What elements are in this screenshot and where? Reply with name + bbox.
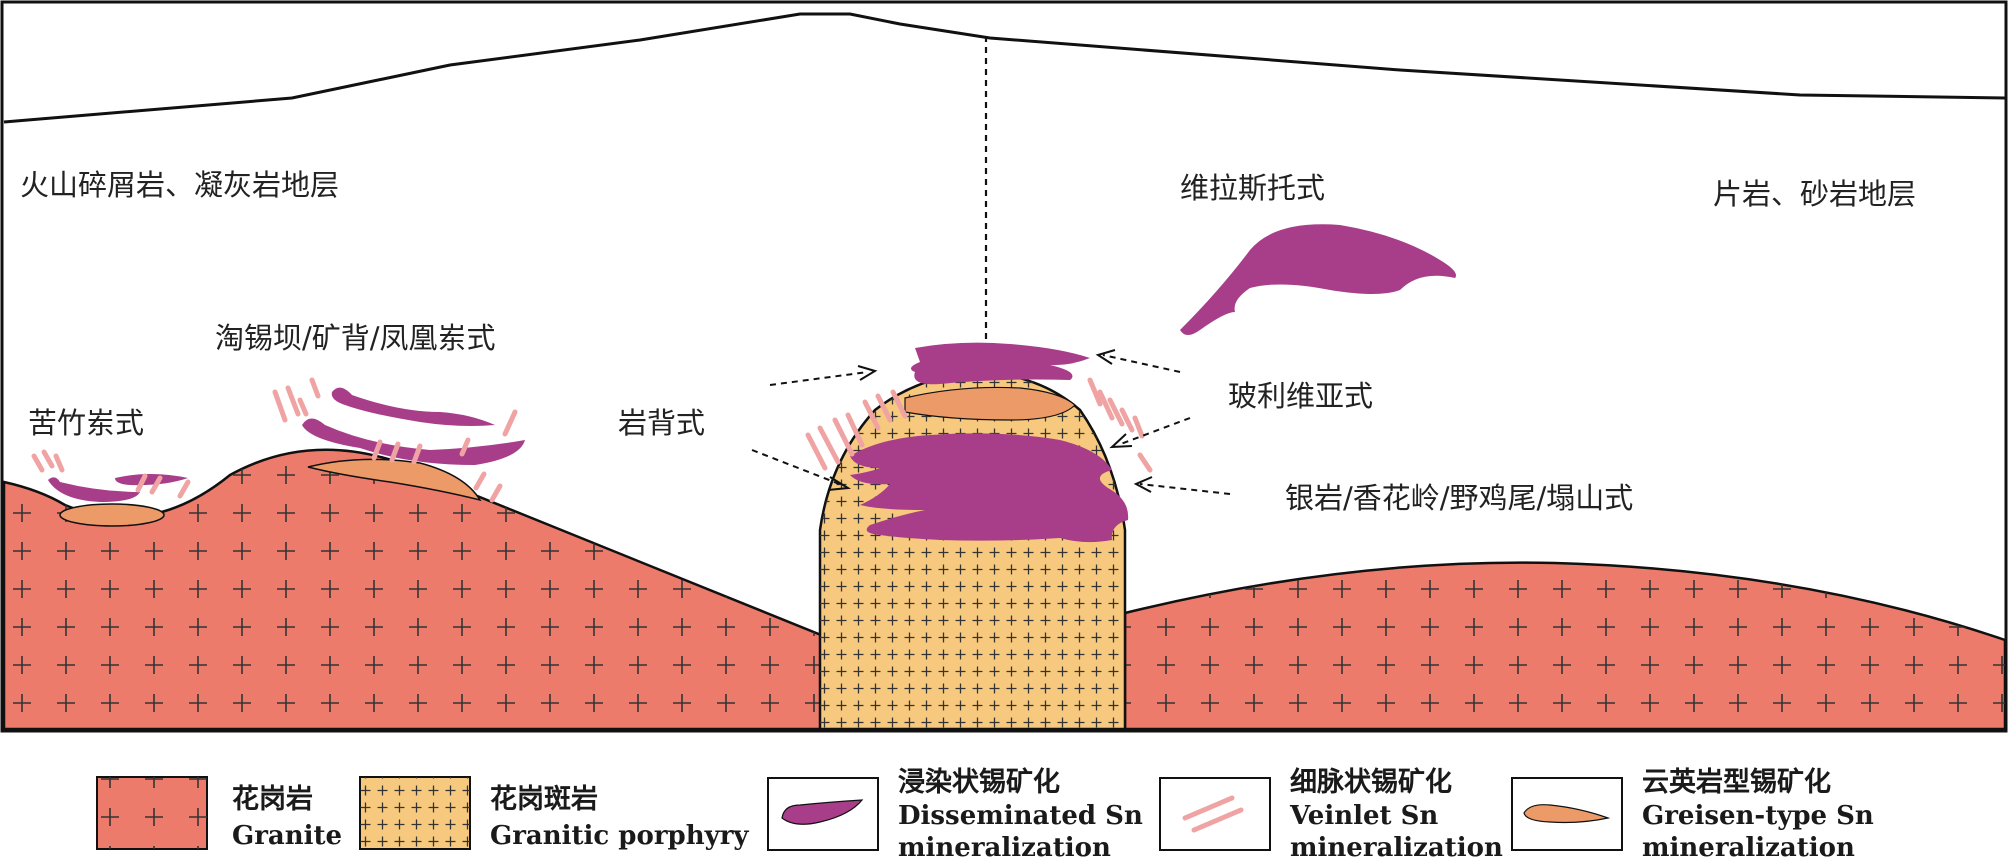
weilasituo-orebody	[1180, 224, 1456, 335]
label-yinyan: 银岩/香花岭/野鸡尾/塌山式	[1285, 481, 1633, 515]
label-volcanic-strata: 火山碎屑岩、凝灰岩地层	[20, 168, 339, 202]
kuzhu-disseminated-2	[115, 474, 188, 486]
label-weilasituo: 维拉斯托式	[1180, 171, 1325, 205]
legend-en-veinlet-2: mineralization	[1290, 833, 1503, 862]
taoxiba-disseminated-1	[331, 387, 495, 426]
label-taoxiba: 淘锡坝/矿背/凤凰岽式	[215, 321, 496, 355]
taoxiba-veinlets	[272, 377, 518, 503]
taoxiba-disseminated-2	[302, 418, 525, 465]
taoxiba-greisen	[307, 458, 482, 502]
legend-item-greisen: 云英岩型锡矿化 Greisen-type Sn mineralization	[1511, 766, 1874, 862]
legend-en-disseminated-1: Disseminated Sn	[898, 801, 1143, 831]
legend-cn-veinlet: 细脉状锡矿化	[1290, 766, 1452, 798]
legend-cn-granite: 花岗岩	[232, 784, 313, 815]
kuzhu-veinlets	[31, 449, 191, 499]
surface-line	[3, 12, 2006, 124]
pointer-arrows	[751, 349, 1231, 495]
legend: 花岗岩 Granite 花岗斑岩 Granitic porphyry 浸染状锡矿…	[96, 766, 1874, 862]
label-kuzhu: 苦竹岽式	[28, 406, 144, 440]
legend-en-greisen-2: mineralization	[1642, 833, 1855, 862]
legend-en-porphyry: Granitic porphyry	[490, 821, 749, 851]
legend-cn-disseminated: 浸染状锡矿化	[898, 766, 1060, 798]
bolivia-disseminated-top	[911, 342, 1090, 385]
label-yanbei: 岩背式	[618, 406, 705, 440]
legend-item-veinlet: 细脉状锡矿化 Veinlet Sn mineralization	[1159, 766, 1503, 862]
legend-item-granite: 花岗岩 Granite	[96, 776, 342, 851]
legend-item-porphyry: 花岗斑岩 Granitic porphyry	[359, 776, 749, 851]
legend-en-disseminated-2: mineralization	[898, 833, 1111, 862]
yanbei-greisen	[904, 386, 1076, 421]
kuzhu-greisen	[59, 503, 165, 527]
legend-en-granite: Granite	[232, 821, 342, 851]
legend-en-greisen-1: Greisen-type Sn	[1642, 801, 1874, 831]
porphyry-veinlets	[805, 377, 1153, 473]
legend-cn-greisen: 云英岩型锡矿化	[1642, 766, 1831, 798]
legend-cn-porphyry: 花岗斑岩	[490, 784, 598, 815]
legend-en-veinlet-1: Veinlet Sn	[1289, 801, 1438, 831]
yinyan-disseminated-body	[850, 433, 1129, 543]
label-schist-strata: 片岩、砂岩地层	[1713, 177, 1916, 211]
legend-item-disseminated: 浸染状锡矿化 Disseminated Sn mineralization	[767, 766, 1143, 862]
label-bolivia: 玻利维亚式	[1228, 379, 1373, 413]
kuzhu-disseminated-1	[48, 477, 140, 502]
